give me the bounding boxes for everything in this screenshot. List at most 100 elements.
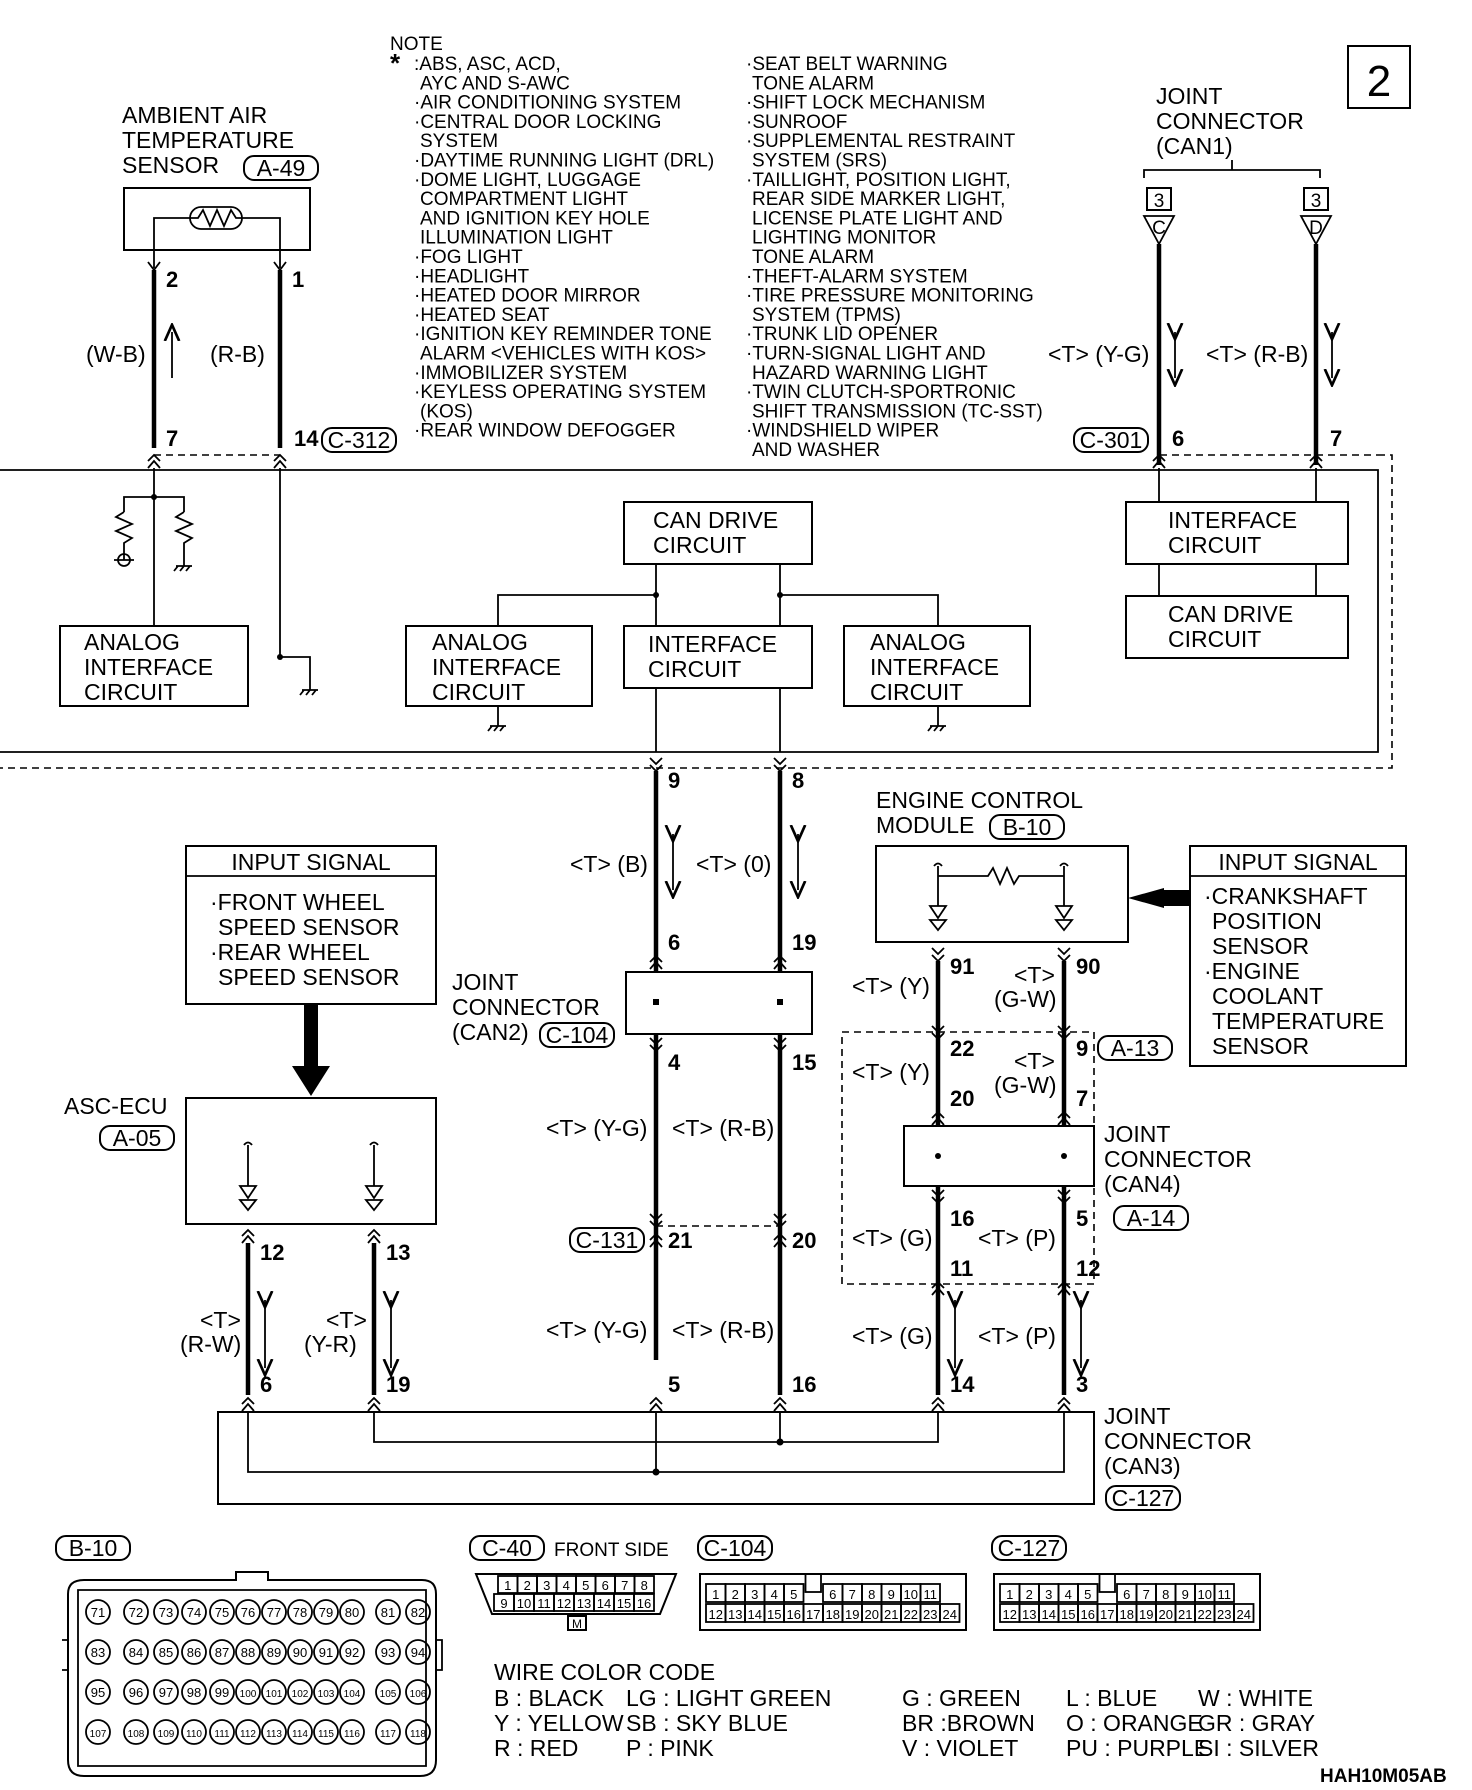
analog-right-1: ANALOG xyxy=(870,629,966,655)
pin-22: 22 xyxy=(950,1036,974,1061)
b10-pin-label: 115 xyxy=(318,1729,334,1740)
b10-pin-label: 110 xyxy=(186,1729,202,1740)
note-line: ·FOG LIGHT xyxy=(414,247,523,268)
can1-label-1: JOINT xyxy=(1156,83,1222,109)
b10-pin-label: 102 xyxy=(292,1689,309,1700)
c104-pin-label: 1 xyxy=(712,1587,719,1602)
note-line: (KOS) xyxy=(420,401,473,422)
wire-center-o: <T> (0) xyxy=(696,851,771,877)
wire-center-yg-1: <T> (Y-G) xyxy=(546,1115,647,1141)
b10-pin xyxy=(405,1719,431,1745)
b10-pin-label: 92 xyxy=(345,1645,359,1660)
b10-pin xyxy=(375,1639,401,1665)
c40-pin-label: 7 xyxy=(621,1578,628,1593)
c127-pin-label: 12 xyxy=(1003,1607,1017,1622)
ref-c312: C-312 xyxy=(328,427,391,453)
wire-ecm-gw2: (G-W) xyxy=(994,1072,1057,1098)
can-drive-center-1: CAN DRIVE xyxy=(653,507,778,533)
b10-pin-label: 116 xyxy=(344,1729,360,1740)
b10-pin xyxy=(405,1679,431,1705)
b10-pin-label: 100 xyxy=(240,1689,257,1700)
note-column-1: :ABS, ASC, ACD,AYC AND S-AWC·AIR CONDITI… xyxy=(414,54,714,442)
wire-ecm-g1: <T> (G) xyxy=(852,1225,933,1251)
b10-pin-label: 76 xyxy=(241,1605,255,1620)
b10-pin-label: 82 xyxy=(411,1605,425,1620)
can-drive-right-1: CAN DRIVE xyxy=(1168,601,1293,627)
wire-asc-t2: <T> xyxy=(326,1307,367,1333)
pin-12b: 12 xyxy=(1076,1256,1100,1281)
c104-pin-label: 6 xyxy=(829,1587,836,1602)
c104-pin-label: 20 xyxy=(865,1607,879,1622)
input-right-item: ·CRANKSHAFT xyxy=(1204,883,1368,909)
c40-pin-label: 15 xyxy=(617,1596,631,1611)
c40-pin-label: 13 xyxy=(577,1596,591,1611)
wire-color-code-heading: WIRE COLOR CODE xyxy=(494,1659,715,1685)
ecu-enclosure xyxy=(0,469,1379,753)
note-line: ·THEFT-ALARM SYSTEM xyxy=(746,266,968,287)
input-signal-right-box xyxy=(1189,845,1407,1067)
note-line: ·HEATED DOOR MIRROR xyxy=(414,286,641,307)
b10-pin-label: 77 xyxy=(267,1605,281,1620)
b10-pin xyxy=(153,1639,179,1665)
c104-pin-label: 23 xyxy=(923,1607,937,1622)
pin-6c: 6 xyxy=(260,1372,272,1397)
c104-pin-label: 9 xyxy=(888,1587,895,1602)
note-marker: * xyxy=(390,48,401,78)
input-right-list: ·CRANKSHAFTPOSITIONSENSOR·ENGINECOOLANTT… xyxy=(1204,883,1384,1059)
pin-21: 21 xyxy=(668,1228,692,1253)
b10-pin xyxy=(153,1599,179,1625)
wire-ecm-y1: <T> (Y) xyxy=(852,973,930,999)
analog-left-3: CIRCUIT xyxy=(84,679,177,705)
b10-pin xyxy=(375,1679,401,1705)
c40-pin-label: 3 xyxy=(543,1578,550,1593)
analog-right-2: INTERFACE xyxy=(870,654,999,680)
note-line: ·WINDSHIELD WIPER xyxy=(746,421,939,442)
pin-16b: 16 xyxy=(950,1206,974,1231)
note-line: ·REAR WINDOW DEFOGGER xyxy=(414,421,676,442)
can1-box-3b: 3 xyxy=(1311,191,1322,212)
b10-pin-label: 79 xyxy=(319,1605,333,1620)
input-right-item: TEMPERATURE xyxy=(1212,1008,1384,1034)
b10-pin-label: 81 xyxy=(381,1605,395,1620)
b10-pin xyxy=(181,1639,207,1665)
b10-pin-label: 73 xyxy=(159,1605,173,1620)
b10-pin xyxy=(123,1679,149,1705)
ref-a13: A-13 xyxy=(1111,1035,1160,1061)
input-signal-right-title: INPUT SIGNAL xyxy=(1218,849,1378,875)
note-line: ·IMMOBILIZER SYSTEM xyxy=(414,363,627,384)
b10-pin xyxy=(235,1719,261,1745)
c104-pin-label: 2 xyxy=(732,1587,739,1602)
note-line: ·SUPPLEMENTAL RESTRAINT xyxy=(746,131,1016,152)
analog-left-2: INTERFACE xyxy=(84,654,213,680)
wire-center-rb-2: <T> (R-B) xyxy=(672,1317,774,1343)
wire-asc-yr: (Y-R) xyxy=(304,1331,357,1357)
pin-11: 11 xyxy=(950,1256,973,1281)
b10-pin-label: 106 xyxy=(410,1689,427,1700)
can1-label-2: CONNECTOR xyxy=(1156,108,1304,134)
note-line: ·CENTRAL DOOR LOCKING xyxy=(414,112,661,133)
b10-pin-label: 107 xyxy=(90,1729,107,1740)
b10-pin xyxy=(153,1719,179,1745)
pin-3: 3 xyxy=(1076,1372,1088,1397)
c40-pin-cell xyxy=(633,1593,655,1612)
can3-label-2: CONNECTOR xyxy=(1104,1428,1252,1454)
analog-right-3: CIRCUIT xyxy=(870,679,963,705)
c127-pin-cell xyxy=(1213,1583,1235,1603)
note-line: REAR SIDE MARKER LIGHT, xyxy=(752,189,1005,210)
c104-pin-label: 3 xyxy=(751,1587,758,1602)
note-line: ·IGNITION KEY REMINDER TONE xyxy=(414,324,712,345)
pin-5a: 5 xyxy=(668,1372,680,1397)
c127-pin-label: 24 xyxy=(1237,1607,1251,1622)
c104-pin-label: 16 xyxy=(787,1607,801,1622)
b10-pin xyxy=(339,1599,365,1625)
interface-circuit-center xyxy=(623,625,813,689)
c104-pin-label: 5 xyxy=(790,1587,797,1602)
b10-pin-label: 96 xyxy=(129,1685,143,1700)
c127-pin-label: 2 xyxy=(1026,1587,1033,1602)
ambient-label-3: SENSOR xyxy=(122,152,219,178)
ref-c104: C-104 xyxy=(546,1022,609,1048)
color-code-entry: Y : YELLOW xyxy=(494,1710,624,1736)
